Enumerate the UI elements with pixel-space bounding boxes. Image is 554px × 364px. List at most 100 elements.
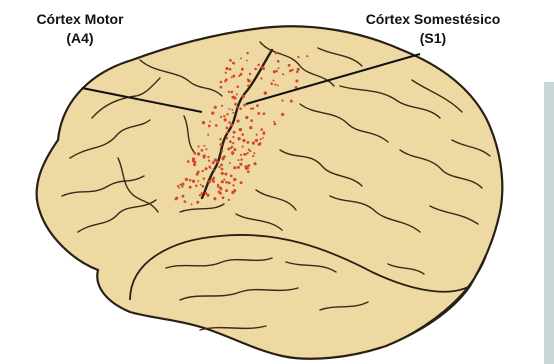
activation-dot xyxy=(228,108,230,110)
activation-dot xyxy=(242,139,245,142)
activation-dot xyxy=(290,100,293,103)
activation-dot xyxy=(249,126,252,129)
activation-dot xyxy=(220,116,222,118)
activation-dot xyxy=(228,181,231,184)
activation-dot xyxy=(237,137,240,140)
activation-dot xyxy=(202,170,204,172)
right-edge-panel xyxy=(544,82,554,364)
activation-dot xyxy=(215,124,218,127)
activation-dot xyxy=(182,183,185,186)
motor-cortex-abbreviation: (A4) xyxy=(20,30,140,47)
activation-dot xyxy=(203,177,205,179)
activation-dot xyxy=(233,166,236,169)
activation-dot xyxy=(223,179,225,181)
activation-dot xyxy=(198,146,200,148)
activation-dot xyxy=(223,115,225,117)
activation-dot xyxy=(221,157,224,160)
activation-dot xyxy=(228,199,230,201)
activation-dot xyxy=(193,152,196,155)
activation-dot xyxy=(229,68,232,71)
activation-dot xyxy=(221,168,224,171)
activation-dot xyxy=(256,104,259,107)
activation-dot xyxy=(236,86,239,89)
activation-dot xyxy=(203,145,205,147)
activation-dot xyxy=(219,192,222,195)
activation-dot xyxy=(242,146,244,148)
activation-dot xyxy=(185,178,188,181)
activation-dot xyxy=(182,195,185,198)
activation-dot xyxy=(236,93,238,95)
activation-dot xyxy=(193,163,196,166)
activation-dot xyxy=(208,180,211,183)
activation-dot xyxy=(252,107,254,109)
activation-dot xyxy=(243,104,246,107)
activation-dot xyxy=(197,152,200,155)
activation-dot xyxy=(246,60,248,62)
activation-dot xyxy=(201,149,204,152)
activation-dot xyxy=(240,57,242,59)
activation-dot xyxy=(250,108,252,110)
activation-dot xyxy=(297,68,300,71)
activation-dot xyxy=(226,181,228,183)
activation-dot xyxy=(278,67,280,69)
activation-dot xyxy=(221,180,224,183)
activation-dot xyxy=(210,167,212,169)
activation-dot xyxy=(232,112,234,114)
activation-dot xyxy=(224,80,226,82)
activation-dot xyxy=(257,64,259,66)
activation-dot xyxy=(208,125,211,128)
activation-dot xyxy=(231,76,233,78)
activation-dot xyxy=(231,151,234,154)
activation-dot xyxy=(230,91,233,94)
activation-dot xyxy=(196,201,199,204)
activation-dot xyxy=(187,160,190,163)
activation-dot xyxy=(245,116,248,119)
activation-dot xyxy=(242,95,245,98)
activation-dot xyxy=(232,75,235,78)
activation-dot xyxy=(230,175,233,178)
activation-dot xyxy=(274,123,277,126)
activation-dot xyxy=(240,158,242,160)
activation-dot xyxy=(213,197,216,200)
activation-dot xyxy=(237,107,239,109)
activation-dot xyxy=(273,70,276,73)
activation-dot xyxy=(232,184,234,186)
activation-dot xyxy=(202,185,205,188)
activation-dot xyxy=(296,71,299,74)
activation-dot xyxy=(199,194,201,196)
activation-dot xyxy=(241,68,244,71)
activation-dot xyxy=(258,143,261,146)
activation-dot xyxy=(177,185,179,187)
activation-dot xyxy=(233,178,236,181)
activation-dot xyxy=(282,73,284,75)
activation-dot xyxy=(260,138,262,140)
activation-dot xyxy=(214,158,217,161)
activation-dot xyxy=(232,136,234,138)
motor-cortex-label: Córtex Motor xyxy=(20,11,140,28)
activation-dot xyxy=(232,142,234,144)
activation-dot xyxy=(241,133,244,136)
activation-dot xyxy=(239,107,242,110)
activation-dot xyxy=(192,158,195,161)
somatosensory-cortex-abbreviation: (S1) xyxy=(328,30,538,47)
activation-dot xyxy=(202,121,205,124)
activation-dot xyxy=(205,167,208,170)
activation-dot xyxy=(250,119,253,122)
activation-dot xyxy=(212,161,215,164)
activation-dot xyxy=(237,166,240,169)
activation-dot xyxy=(262,67,265,70)
activation-dot xyxy=(212,177,214,179)
activation-dot xyxy=(230,147,232,149)
activation-dot xyxy=(219,186,222,189)
activation-dot xyxy=(196,173,199,176)
activation-dot xyxy=(229,59,232,62)
activation-dot xyxy=(248,164,251,167)
activation-dot xyxy=(262,132,265,135)
activation-dot xyxy=(221,172,224,175)
activation-dot xyxy=(229,162,231,164)
activation-dot xyxy=(231,109,233,111)
activation-dot xyxy=(234,97,237,100)
activation-dot xyxy=(218,166,220,168)
activation-dot xyxy=(220,81,223,84)
